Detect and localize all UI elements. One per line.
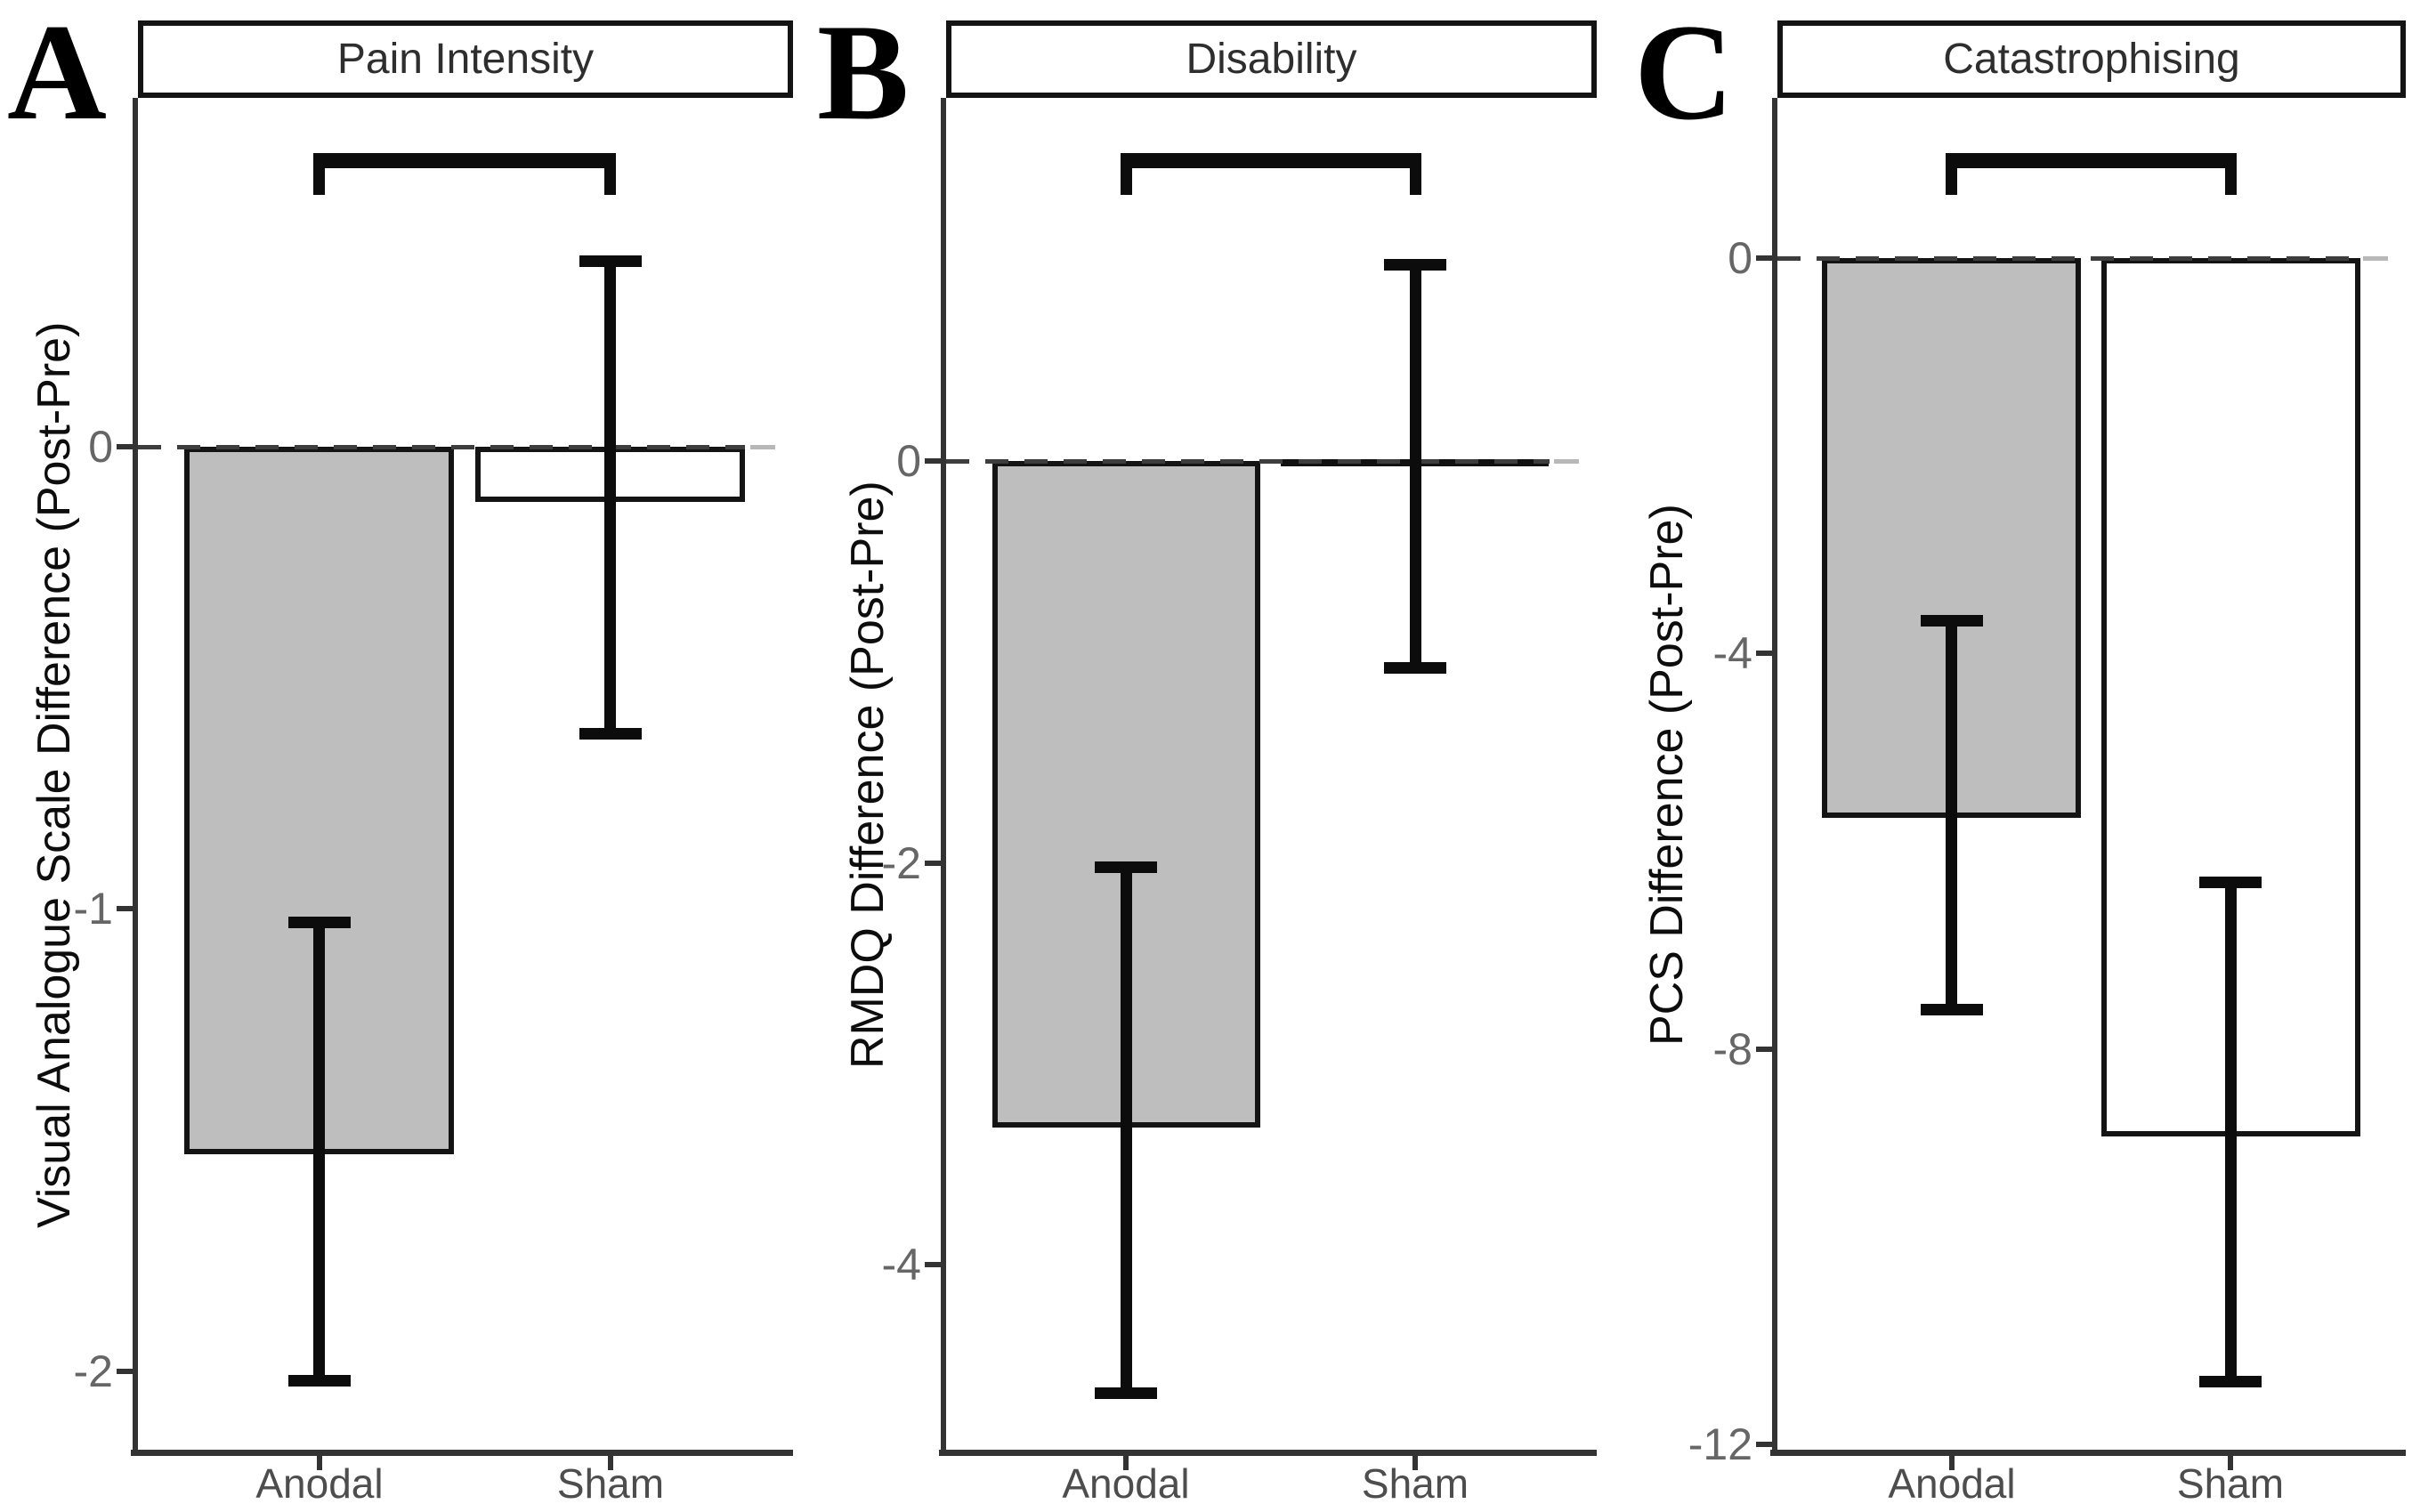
- y-axis-label-vas: Visual Analogue Scale Difference (Post-P…: [28, 321, 80, 1228]
- error-bar-line: [313, 918, 325, 1386]
- significance-bracket-leg-left: [1121, 153, 1132, 195]
- panel-letter-c: C: [1634, 0, 1734, 149]
- y-tick-mark: [1756, 255, 1772, 261]
- y-tick-mark: [117, 444, 133, 449]
- panel-title: Catastrophising: [1943, 36, 2240, 83]
- error-bar-cap-bottom: [288, 1375, 351, 1387]
- zero-dashed-line: [1777, 256, 2359, 261]
- y-tick-mark: [1756, 1047, 1772, 1052]
- error-bar-line: [2225, 878, 2237, 1386]
- zero-dashed-line-end: [1554, 459, 1579, 464]
- x-axis-line: [939, 1450, 1597, 1456]
- y-tick-label: -2: [73, 1346, 113, 1396]
- y-axis-label-pcs: PCS Difference (Post-Pre): [1641, 504, 1693, 1046]
- y-tick-label: 0: [88, 422, 113, 472]
- y-tick-mark: [925, 861, 941, 866]
- x-category-label: Sham: [2176, 1460, 2285, 1507]
- y-tick-mark: [925, 1262, 941, 1267]
- x-category-label: Sham: [1361, 1460, 1469, 1507]
- significance-bracket-leg-right: [604, 153, 616, 195]
- significance-bracket-leg-right: [1410, 153, 1421, 195]
- x-axis-line: [1770, 1450, 2406, 1456]
- x-tick-mark: [608, 1456, 613, 1470]
- significance-bracket-leg-left: [1946, 153, 1957, 195]
- x-category-label: Anodal: [255, 1460, 384, 1507]
- x-tick-mark: [2228, 1456, 2233, 1470]
- zero-dashed-line-end: [2363, 256, 2388, 261]
- significance-bracket-leg-right: [2225, 153, 2237, 195]
- panel-header-catastrophising: Catastrophising: [1777, 20, 2406, 98]
- x-tick-mark: [1123, 1456, 1129, 1470]
- x-tick-mark: [1949, 1456, 1955, 1470]
- y-tick-label: -2: [881, 838, 921, 888]
- panel-header-disability: Disability: [946, 20, 1597, 98]
- y-tick-label: 0: [896, 436, 921, 486]
- y-axis-line: [133, 98, 138, 1450]
- y-tick-label: -4: [1712, 628, 1752, 678]
- x-tick-mark: [1412, 1456, 1418, 1470]
- zero-dashed-line: [138, 445, 745, 449]
- y-tick-mark: [117, 1369, 133, 1374]
- panel-title: Pain Intensity: [336, 36, 595, 83]
- error-bar-line: [604, 257, 616, 738]
- error-bar-cap-bottom: [1095, 1387, 1157, 1399]
- error-bar-cap-top: [579, 255, 642, 267]
- panel-letter-b: B: [817, 0, 910, 149]
- y-tick-label: -4: [881, 1240, 921, 1290]
- y-tick-mark: [1756, 1442, 1772, 1447]
- panel-title: Disability: [1186, 36, 1357, 83]
- significance-bracket-bar: [1946, 153, 2236, 168]
- x-category-label: Anodal: [1888, 1460, 2016, 1507]
- y-tick-mark: [117, 906, 133, 911]
- error-bar-line: [1121, 863, 1132, 1397]
- y-axis-line: [941, 98, 946, 1450]
- error-bar-cap-bottom: [2199, 1376, 2262, 1387]
- zero-dashed-line-end: [750, 445, 775, 449]
- y-tick-label: -8: [1712, 1024, 1752, 1074]
- panel-header-pain-intensity: Pain Intensity: [138, 20, 793, 98]
- error-bar-line: [1410, 261, 1421, 673]
- x-tick-mark: [317, 1456, 322, 1470]
- x-category-label: Anodal: [1062, 1460, 1190, 1507]
- error-bar-cap-top: [288, 917, 351, 928]
- error-bar-cap-top: [2199, 877, 2262, 888]
- y-axis-line: [1772, 98, 1777, 1450]
- y-tick-label: 0: [1728, 233, 1752, 283]
- zero-dashed-line: [946, 459, 1550, 464]
- error-bar-cap-bottom: [1384, 662, 1446, 674]
- x-category-label: Sham: [556, 1460, 665, 1507]
- significance-bracket-bar: [313, 153, 616, 168]
- error-bar-cap-top: [1384, 259, 1446, 271]
- y-tick-mark: [1756, 651, 1772, 656]
- error-bar-cap-top: [1095, 861, 1157, 873]
- error-bar-line: [1946, 617, 1957, 1014]
- significance-bracket-bar: [1121, 153, 1421, 168]
- error-bar-cap-bottom: [579, 728, 642, 740]
- error-bar-cap-top: [1921, 615, 1983, 627]
- panel-letter-a: A: [7, 0, 107, 149]
- y-tick-mark: [925, 458, 941, 464]
- y-tick-label: -12: [1688, 1419, 1752, 1469]
- error-bar-cap-bottom: [1921, 1004, 1983, 1015]
- y-tick-label: -1: [73, 884, 113, 934]
- significance-bracket-leg-left: [313, 153, 325, 195]
- x-axis-line: [131, 1450, 793, 1456]
